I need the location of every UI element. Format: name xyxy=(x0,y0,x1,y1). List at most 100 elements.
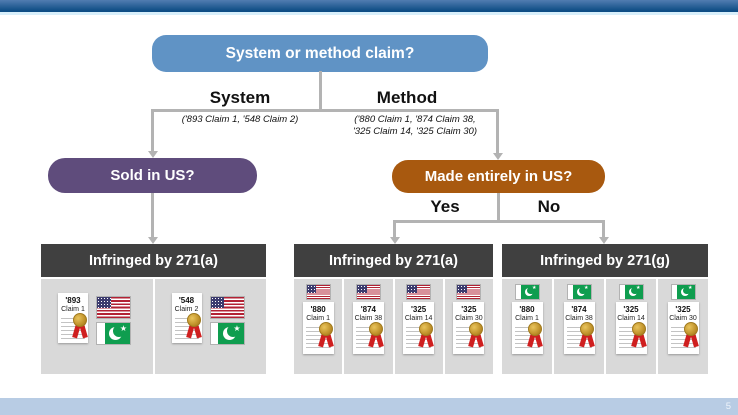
sold-in-us-label: Sold in US? xyxy=(110,167,195,184)
patent-claim: Claim 2 xyxy=(174,306,199,313)
us-flag-icon xyxy=(457,285,481,299)
us-flag-icon xyxy=(97,297,130,318)
patent-item: '325 Claim 14 xyxy=(392,279,443,374)
patent-number: '880 xyxy=(310,305,326,314)
panel-271a-system-header: Infringed by 271(a) xyxy=(41,244,266,277)
method-claims-text: ('880 Claim 1, '874 Claim 38, '325 Claim… xyxy=(328,114,502,137)
patent-item: '548 Claim 2 ★ xyxy=(152,279,267,374)
pakistan-flag-icon: ★ xyxy=(567,285,591,299)
award-ribbon-icon xyxy=(630,322,647,353)
patent-number: '548 xyxy=(178,296,195,305)
branch-label-method: Method xyxy=(376,88,438,107)
arrowhead-to-made-box xyxy=(493,153,503,160)
method-claims-line1: ('880 Claim 1, '874 Claim 38, xyxy=(354,114,476,125)
patent-number: '874 xyxy=(360,305,376,314)
connector-method-drop xyxy=(496,109,499,153)
arrowhead-to-left-panel xyxy=(148,237,158,244)
patent-claim: Claim 38 xyxy=(565,315,593,322)
arrowhead-to-sold-box xyxy=(148,151,158,158)
patent-item: ★ '880 Claim 1 xyxy=(502,279,552,374)
patent-document-icon: '325 Claim 30 xyxy=(453,302,485,354)
patent-claim: Claim 1 xyxy=(306,315,330,322)
patent-number: '893 xyxy=(65,296,81,305)
patent-document-icon: '880 Claim 1 xyxy=(302,302,334,354)
patent-document-icon: '874 Claim 38 xyxy=(352,302,384,354)
award-ribbon-icon xyxy=(578,322,595,353)
arrowhead-to-middle-panel xyxy=(390,237,400,244)
patent-number: '325 xyxy=(411,305,427,314)
connector-made-stem xyxy=(497,193,500,223)
patent-document-icon: '548 Claim 2 xyxy=(171,293,202,344)
us-flag-icon xyxy=(306,285,330,299)
connector-sold-drop xyxy=(151,193,154,237)
branch-label-system: System xyxy=(209,88,271,107)
patent-claim: Claim 30 xyxy=(455,315,483,322)
flag-column: ★ xyxy=(97,297,130,344)
title-box: System or method claim? xyxy=(152,35,488,72)
patent-item: '893 Claim 1 ★ xyxy=(41,279,153,374)
pakistan-flag-icon: ★ xyxy=(515,285,539,299)
patent-number: '325 xyxy=(461,305,477,314)
patent-item: '325 Claim 30 xyxy=(442,279,493,374)
connector-branch-horizontal xyxy=(151,109,499,112)
pakistan-flag-icon: ★ xyxy=(671,285,695,299)
top-banner xyxy=(0,0,738,15)
award-ribbon-icon xyxy=(682,322,699,353)
patent-claim: Claim 30 xyxy=(669,315,697,322)
yes-label: Yes xyxy=(430,197,460,216)
panel-271a-method-body: '880 Claim 1 '874 Claim 38 '325 xyxy=(294,279,493,374)
us-flag-icon xyxy=(356,285,380,299)
patent-item: '880 Claim 1 xyxy=(294,279,342,374)
made-entirely-in-us-box: Made entirely in US? xyxy=(392,160,605,193)
panel-271a-system: Infringed by 271(a) '893 Claim 1 ★ '548 … xyxy=(41,244,266,374)
panel-271g-method-header: Infringed by 271(g) xyxy=(502,244,708,277)
panel-271a-system-body: '893 Claim 1 ★ '548 Claim 2 xyxy=(41,279,266,374)
connector-no-drop xyxy=(602,220,605,237)
connector-yesno-horizontal xyxy=(393,220,605,223)
flag-column: ★ xyxy=(210,297,244,344)
patent-number: '880 xyxy=(519,305,535,314)
arrowhead-to-right-panel xyxy=(599,237,609,244)
patent-document-icon: '893 Claim 1 xyxy=(58,293,88,343)
patent-claim: Claim 14 xyxy=(404,315,433,322)
no-label: No xyxy=(537,197,561,216)
award-ribbon-icon xyxy=(418,322,434,353)
award-ribbon-icon xyxy=(368,322,384,353)
award-ribbon-icon xyxy=(72,313,88,344)
patent-item: ★ '874 Claim 38 xyxy=(552,279,604,374)
award-ribbon-icon xyxy=(468,322,485,353)
pakistan-flag-icon: ★ xyxy=(619,285,643,299)
connector-system-drop xyxy=(151,109,154,151)
panel-271g-method-body: ★ '880 Claim 1 ★ '874 Claim 38 ★ xyxy=(502,279,708,374)
panel-271a-method: Infringed by 271(a) '880 Claim 1 '874 Cl… xyxy=(294,244,493,374)
us-flag-icon xyxy=(210,297,244,318)
system-claims-text: ('893 Claim 1, '548 Claim 2) xyxy=(181,114,299,125)
patent-item: '874 Claim 38 xyxy=(342,279,392,374)
patent-number: '874 xyxy=(571,305,587,314)
connector-yes-drop xyxy=(393,220,396,237)
us-flag-icon xyxy=(407,285,431,299)
pakistan-flag-icon: ★ xyxy=(210,323,244,344)
bottom-banner xyxy=(0,398,738,415)
pakistan-flag-icon: ★ xyxy=(97,323,130,344)
award-ribbon-icon xyxy=(185,313,202,344)
page-number: 5 xyxy=(725,401,731,412)
patent-claim: Claim 1 xyxy=(61,306,85,313)
made-entirely-in-us-label: Made entirely in US? xyxy=(424,168,573,185)
method-claims-line2: '325 Claim 14, '325 Claim 30) xyxy=(352,125,478,137)
sold-in-us-box: Sold in US? xyxy=(48,158,257,193)
connector-root-stem xyxy=(319,71,322,111)
title-label: System or method claim? xyxy=(225,44,415,62)
patent-document-icon: '325 Claim 14 xyxy=(403,302,435,354)
patent-number: '325 xyxy=(675,305,691,314)
award-ribbon-icon xyxy=(526,322,543,353)
patent-item: ★ '325 Claim 30 xyxy=(656,279,708,374)
patent-number: '325 xyxy=(623,305,639,314)
patent-document-icon: '325 Claim 14 xyxy=(615,302,647,354)
patent-claim: Claim 14 xyxy=(617,315,645,322)
patent-document-icon: '325 Claim 30 xyxy=(667,302,699,354)
panel-271g-method: Infringed by 271(g) ★ '880 Claim 1 ★ '87… xyxy=(502,244,708,374)
patent-item: ★ '325 Claim 14 xyxy=(604,279,656,374)
patent-document-icon: '880 Claim 1 xyxy=(511,302,543,354)
